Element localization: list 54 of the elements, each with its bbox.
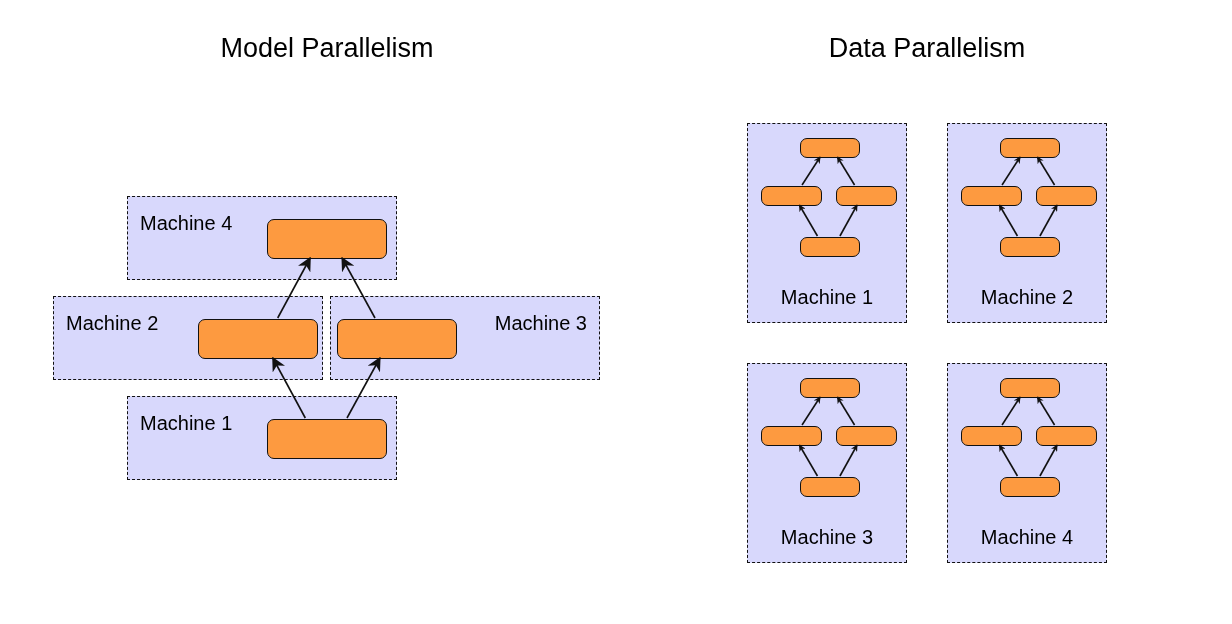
- process-box: [836, 426, 897, 446]
- process-box: [267, 219, 387, 259]
- arrow: [836, 156, 856, 186]
- arrow: [1036, 396, 1056, 426]
- process-box: [1036, 426, 1097, 446]
- machine-box: [330, 296, 600, 380]
- arrow: [839, 444, 858, 477]
- process-box: [337, 319, 457, 359]
- machine-label: Machine 3: [780, 525, 874, 549]
- arrow: [1039, 444, 1058, 477]
- process-box: [800, 477, 860, 497]
- machine-box: [747, 123, 907, 323]
- process-box: [961, 186, 1022, 206]
- machine-label: Machine 2: [66, 311, 159, 335]
- arrow: [801, 396, 821, 426]
- process-box: [1000, 237, 1060, 257]
- process-box: [1000, 378, 1060, 398]
- process-box: [961, 426, 1022, 446]
- arrow: [798, 444, 819, 477]
- machine-label: Machine 4: [140, 211, 233, 235]
- machine-box: [947, 123, 1107, 323]
- arrow: [839, 204, 858, 237]
- arrow: [1039, 204, 1058, 237]
- machine-box: [127, 196, 397, 280]
- process-box: [267, 419, 387, 459]
- machine-box: [127, 396, 397, 480]
- arrow: [1001, 156, 1021, 186]
- machine-box: [747, 363, 907, 563]
- arrow: [836, 396, 856, 426]
- arrow: [1001, 396, 1021, 426]
- process-box: [761, 426, 822, 446]
- diagram-heading: Model Parallelism: [220, 32, 434, 64]
- process-box: [761, 186, 822, 206]
- arrow: [1036, 156, 1056, 186]
- machine-label: Machine 1: [140, 411, 233, 435]
- process-box: [800, 237, 860, 257]
- diagram-heading: Data Parallelism: [828, 32, 1026, 64]
- process-box: [800, 138, 860, 158]
- machine-label: Machine 3: [494, 311, 587, 335]
- machine-label: Machine 2: [980, 285, 1074, 309]
- machine-box: [53, 296, 323, 380]
- process-box: [198, 319, 318, 359]
- process-box: [836, 186, 897, 206]
- arrow: [998, 204, 1019, 237]
- machine-box: [947, 363, 1107, 563]
- process-box: [1036, 186, 1097, 206]
- process-box: [1000, 138, 1060, 158]
- arrow: [998, 444, 1019, 477]
- process-box: [1000, 477, 1060, 497]
- arrow: [798, 204, 819, 237]
- machine-label: Machine 1: [780, 285, 874, 309]
- arrow: [801, 156, 821, 186]
- process-box: [800, 378, 860, 398]
- machine-label: Machine 4: [980, 525, 1074, 549]
